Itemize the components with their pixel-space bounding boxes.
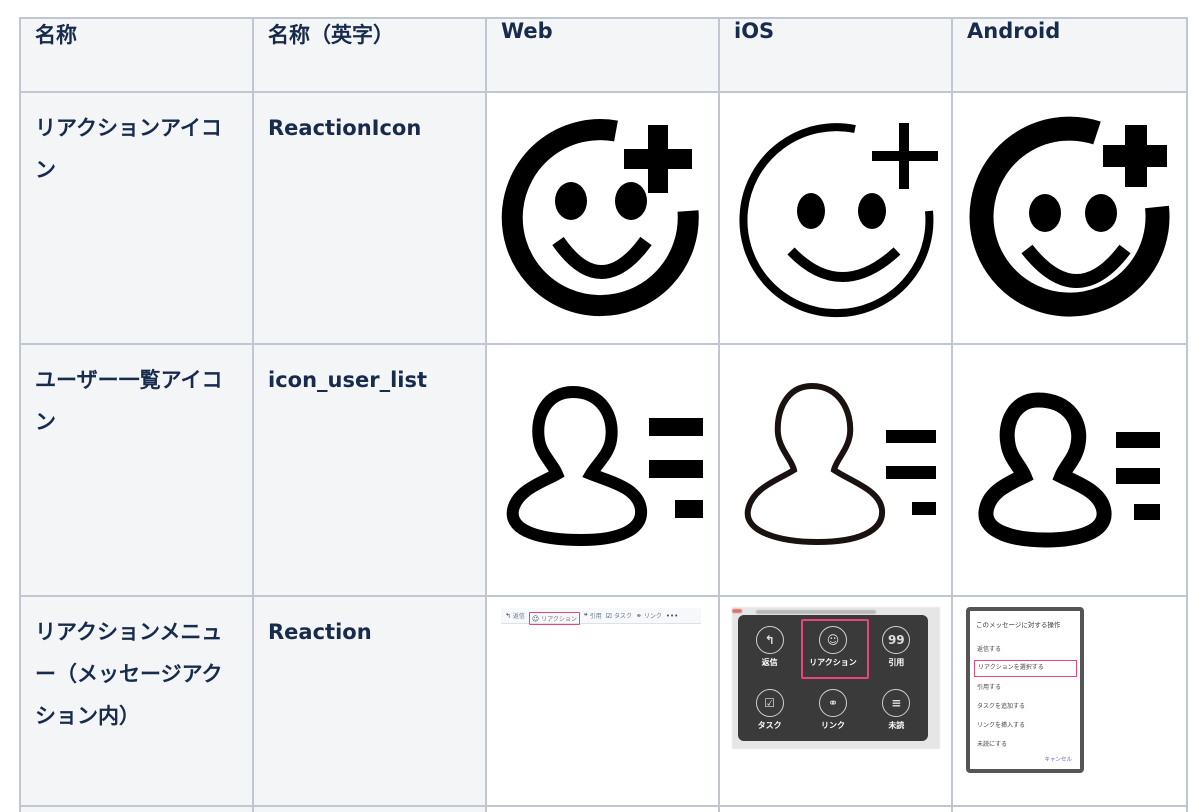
task-icon: ☑	[605, 611, 612, 620]
smiley-plus-icon	[739, 123, 938, 318]
header-ios: iOS	[718, 17, 953, 93]
header-web: Web	[485, 17, 720, 93]
reply-icon: ↰	[505, 611, 511, 620]
toolbar-reaction[interactable]: ☺リアクション	[528, 612, 580, 625]
ios-reply-button[interactable]: ↰ 返信	[738, 615, 801, 678]
cell-web-image: ↰返信 ☺リアクション ❝引用 ☑タスク ⚭リンク •••	[485, 595, 720, 807]
ios-reaction-button[interactable]: ☺ リアクション	[801, 615, 870, 679]
ios-unread-button[interactable]: ≡ 未読	[865, 678, 928, 741]
ios-task-button[interactable]: ☑ タスク	[738, 678, 801, 741]
quote-icon: ❝	[583, 611, 588, 620]
cell-name-en: Reaction	[252, 595, 487, 807]
cell-web-image	[485, 805, 720, 812]
smiley-icon: ☺	[531, 614, 540, 623]
cell-name-ja: リアクションアイコン	[19, 91, 254, 345]
header-name-en: 名称（英字）	[252, 17, 487, 93]
dialog-item-link[interactable]: リンクを挿入する	[977, 722, 1026, 729]
table-row: リアクションメニュー（メッセージアクション内） Reaction ↰返信 ☺リア…	[19, 595, 1188, 807]
cell-name-ja	[19, 805, 254, 812]
cell-ios-image	[718, 91, 953, 345]
dialog-title: このメッセージに対する操作	[976, 621, 1061, 629]
more-icon: •••	[665, 611, 679, 620]
cell-android-image	[951, 805, 1188, 812]
cell-web-image	[485, 91, 720, 345]
table-row: ユーザー一覧アイコン icon_user_list	[19, 343, 1188, 597]
cell-ios-image	[718, 343, 953, 597]
reply-icon: ↰	[755, 625, 784, 654]
ios-link-button[interactable]: ⚭ リンク	[801, 678, 864, 741]
table-row: リアクションアイコン ReactionIcon	[19, 91, 1188, 345]
dialog-item-unread[interactable]: 未読にする	[977, 741, 1008, 748]
cell-ios-image: ↰ 返信 ☺ リアクション 99 引用 ☑ タス	[718, 595, 953, 807]
smiley-plus-icon	[501, 119, 699, 317]
cell-name-ja: ユーザー一覧アイコン	[19, 343, 254, 597]
cell-name-en: icon_user_list	[252, 343, 487, 597]
cell-web-image	[485, 343, 720, 597]
ios-quote-button[interactable]: 99 引用	[865, 615, 928, 678]
toolbar-task[interactable]: ☑タスク	[605, 611, 632, 621]
toolbar-link[interactable]: ⚭リンク	[636, 611, 662, 621]
cell-name-en: ReactionIcon	[252, 91, 487, 345]
cell-android-image	[951, 343, 1188, 597]
cell-name-ja: リアクションメニュー（メッセージアクション内）	[19, 595, 254, 807]
user-list-icon	[506, 385, 703, 547]
cell-ios-image	[718, 805, 953, 812]
unread-icon: ≡	[882, 688, 911, 717]
android-dialog: このメッセージに対する操作 返信する リアクションを選択する 引用する タスクを…	[970, 611, 1080, 769]
table-header-row: 名称 名称（英字） Web iOS Android	[19, 17, 1188, 93]
web-message-action-toolbar: ↰返信 ☺リアクション ❝引用 ☑タスク ⚭リンク •••	[501, 608, 701, 625]
toolbar-quote[interactable]: ❝引用	[583, 611, 602, 621]
cell-android-image: このメッセージに対する操作 返信する リアクションを選択する 引用する タスクを…	[951, 595, 1188, 807]
link-icon: ⚭	[818, 688, 847, 717]
dialog-cancel-button[interactable]: キャンセル	[1044, 757, 1072, 763]
cell-name-en	[252, 805, 487, 812]
user-list-icon	[744, 382, 936, 546]
task-icon: ☑	[755, 688, 784, 717]
toolbar-more[interactable]: •••	[666, 612, 678, 620]
header-name-ja: 名称	[19, 17, 254, 93]
dialog-item-quote[interactable]: 引用する	[977, 684, 1002, 691]
smiley-plus-icon: ☺	[818, 625, 847, 654]
link-icon: ⚭	[636, 611, 642, 620]
user-list-icon	[978, 392, 1160, 548]
ios-action-panel: ↰ 返信 ☺ リアクション 99 引用 ☑ タス	[738, 615, 928, 741]
header-android: Android	[951, 17, 1188, 93]
android-action-dialog-screenshot: このメッセージに対する操作 返信する リアクションを選択する 引用する タスクを…	[966, 607, 1084, 773]
ios-action-sheet-screenshot: ↰ 返信 ☺ リアクション 99 引用 ☑ タス	[732, 607, 940, 749]
dialog-item-reaction[interactable]: リアクションを選択する	[974, 660, 1077, 677]
cell-android-image	[951, 91, 1188, 345]
smiley-plus-icon	[969, 116, 1170, 317]
dialog-item-reply[interactable]: 返信する	[977, 646, 1002, 653]
icon-spec-table: 名称 名称（英字） Web iOS Android リアクションアイコン Rea…	[19, 17, 1188, 812]
dialog-item-task[interactable]: タスクを追加する	[977, 703, 1026, 710]
table-row	[19, 805, 1188, 812]
toolbar-reply[interactable]: ↰返信	[505, 611, 525, 621]
quote-icon: 99	[882, 625, 911, 654]
